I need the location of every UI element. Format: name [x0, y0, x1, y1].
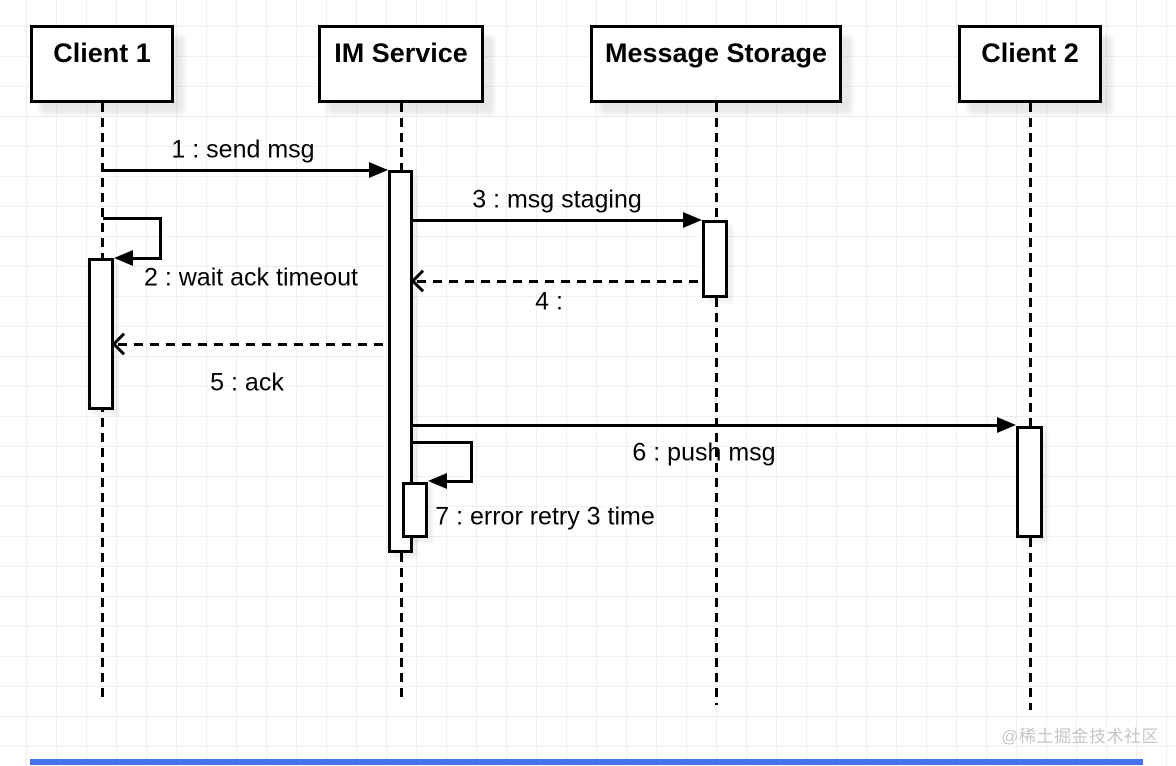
- activation-bar-client-1-main: [88, 258, 114, 410]
- actor-box-message-storage: Message Storage: [590, 25, 842, 103]
- message-label-3: 3 : msg staging: [472, 185, 642, 214]
- lifeline-message-storage: [714, 103, 718, 705]
- actor-box-client-1: Client 1: [30, 25, 174, 103]
- message-label-7: 7 : error retry 3 time: [435, 502, 655, 531]
- message-line-2-top: [103, 216, 162, 220]
- activation-bar-message-storage-1: [702, 220, 728, 298]
- message-line-7-side: [470, 440, 473, 481]
- message-arrowhead-6: [997, 417, 1016, 433]
- message-arrowhead-3: [683, 212, 702, 228]
- message-line-3: [413, 218, 685, 222]
- message-line-6: [413, 423, 999, 427]
- message-label-2: 2 : wait ack timeout: [144, 263, 358, 292]
- message-line-2-side: [159, 216, 162, 258]
- actor-box-im-service: IM Service: [318, 25, 484, 103]
- message-line-2-bottom: [131, 256, 162, 260]
- lifeline-client-2: [1028, 103, 1032, 710]
- message-label-1: 1 : send msg: [171, 135, 315, 164]
- message-arrowhead-5: [111, 332, 135, 356]
- actor-label-im-service: IM Service: [334, 38, 468, 68]
- bottom-blue-bar: [30, 759, 1143, 765]
- message-arrowhead-2: [114, 250, 133, 266]
- message-line-7-bottom: [445, 479, 473, 483]
- message-arrowhead-1: [369, 162, 388, 178]
- message-line-7-top: [413, 440, 473, 444]
- message-arrowhead-4: [410, 269, 434, 293]
- message-label-5: 5 : ack: [210, 368, 284, 397]
- actor-label-client-1: Client 1: [53, 38, 151, 68]
- actor-box-client-2: Client 2: [958, 25, 1102, 103]
- message-arrowhead-7: [428, 473, 447, 489]
- message-label-6: 6 : push msg: [632, 438, 776, 467]
- message-line-1: [103, 168, 371, 172]
- message-line-5: [118, 342, 388, 346]
- watermark-text: @稀土掘金技术社区: [1001, 727, 1159, 746]
- message-line-4: [417, 279, 702, 283]
- actor-label-message-storage: Message Storage: [604, 38, 828, 68]
- activation-bar-client-2-main: [1016, 426, 1043, 538]
- activation-bar-im-service-nested: [402, 482, 428, 538]
- message-label-4: 4 :: [535, 287, 563, 316]
- actor-label-client-2: Client 2: [981, 38, 1079, 68]
